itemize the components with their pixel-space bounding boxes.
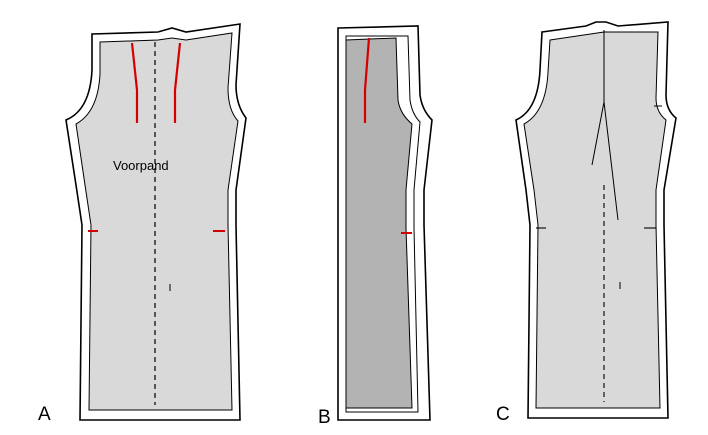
panel-b-dart (363, 37, 371, 123)
panel-c: C (496, 21, 677, 425)
panel-b-letter: B (318, 407, 331, 428)
panel-c-letter: C (496, 404, 510, 425)
panel-a-piece-label: Voorpand (113, 158, 169, 173)
panel-a-dart-right (173, 42, 182, 123)
panel-b-fabric (345, 37, 413, 409)
panel-a-fabric (75, 32, 239, 411)
panel-b: B (318, 25, 433, 428)
panel-a: Voorpand A (38, 23, 247, 425)
panel-a-dart-left (130, 42, 139, 123)
panel-c-fabric (523, 31, 667, 409)
panel-c-dart (591, 101, 619, 221)
panel-a-letter: A (38, 404, 51, 425)
